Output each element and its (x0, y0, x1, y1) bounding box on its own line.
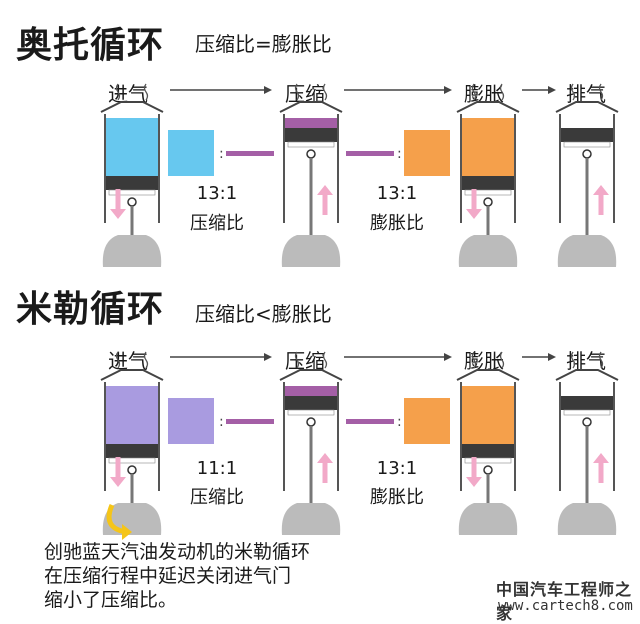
piston (106, 444, 158, 458)
piston-up-arrow (317, 185, 333, 215)
piston-up-arrow (593, 185, 609, 215)
otto-expansion-volume (404, 130, 450, 176)
watermark-url: www.cartech8.com (498, 598, 633, 614)
piston-down-arrow (110, 457, 126, 487)
piston (561, 396, 613, 410)
otto-arrow-to-expansion (344, 86, 452, 94)
miller-compressed-volume (226, 419, 274, 424)
miller-exhaust-cylinder (555, 351, 619, 535)
crank-case (458, 235, 518, 267)
otto-combustion-volume (346, 151, 394, 156)
miller-arrow-to-compression (170, 353, 272, 361)
otto-exhaust-cylinder (555, 83, 619, 267)
crank-case (557, 235, 617, 267)
otto-compression-label: 压缩比 (190, 213, 244, 234)
miller-subtitle: 压缩比<膨胀比 (195, 302, 332, 326)
miller-compression-cylinder (279, 351, 343, 535)
otto-compression-cylinder (279, 83, 343, 267)
gas-volume (462, 118, 514, 176)
piston (561, 128, 613, 142)
svg-text::: : (397, 414, 402, 430)
crank-case (102, 235, 162, 267)
watermark-name: 中国汽车工程师之家 (496, 580, 633, 623)
caption: 创驰蓝天汽油发动机的米勒循环 在压缩行程中延迟关闭进气门 缩小了压缩比。 (44, 540, 310, 612)
otto-compressed-volume (226, 151, 274, 156)
caption-line-1: 创驰蓝天汽油发动机的米勒循环 (44, 541, 311, 563)
miller-expansion-ratio: 13:1 (376, 458, 418, 479)
piston-up-arrow (317, 453, 333, 483)
gas-volume (106, 118, 158, 176)
svg-text::: : (219, 146, 224, 162)
otto-arrow-to-compression (170, 86, 272, 94)
gas-volume (462, 386, 514, 444)
piston (462, 444, 514, 458)
otto-expansion-label: 膨胀比 (370, 213, 424, 234)
piston-down-arrow (110, 189, 126, 219)
miller-title: 米勒循环 (16, 289, 165, 330)
otto-expansion-ratio: 13:1 (376, 183, 418, 204)
piston-down-arrow (466, 189, 482, 219)
miller-expansion-cylinder (456, 351, 520, 535)
crank-case (281, 235, 341, 267)
miller-compression-label: 压缩比 (190, 487, 244, 508)
crank-case (557, 503, 617, 535)
miller-combustion-volume (346, 419, 394, 424)
miller-intake-cylinder (100, 351, 164, 535)
miller-expansion-volume (404, 398, 450, 444)
otto-intake-volume (168, 130, 214, 176)
piston (285, 396, 337, 410)
miller-expansion-label: 膨胀比 (370, 487, 424, 508)
otto-compression-ratio: 13:1 (196, 183, 238, 204)
piston-up-arrow (593, 453, 609, 483)
otto-title: 奥托循环 (16, 25, 165, 66)
piston (285, 128, 337, 142)
otto-intake-cylinder (100, 83, 164, 267)
crank-case (458, 503, 518, 535)
gas-volume (106, 386, 158, 444)
crank-case (281, 503, 341, 535)
piston (462, 176, 514, 190)
miller-arrow-to-exhaust (522, 353, 556, 361)
svg-text::: : (219, 414, 224, 430)
svg-text::: : (397, 146, 402, 162)
gas-volume (285, 118, 337, 128)
piston (106, 176, 158, 190)
miller-compression-ratio: 11:1 (196, 458, 238, 479)
miller-intake-volume (168, 398, 214, 444)
caption-line-3: 缩小了压缩比。 (44, 589, 178, 611)
otto-arrow-to-exhaust (522, 86, 556, 94)
otto-expansion-cylinder (456, 83, 520, 267)
miller-arrow-to-expansion (344, 353, 452, 361)
caption-line-2: 在压缩行程中延迟关闭进气门 (44, 565, 292, 587)
piston-down-arrow (466, 457, 482, 487)
gas-volume (285, 386, 337, 396)
otto-subtitle: 压缩比=膨胀比 (195, 32, 332, 56)
